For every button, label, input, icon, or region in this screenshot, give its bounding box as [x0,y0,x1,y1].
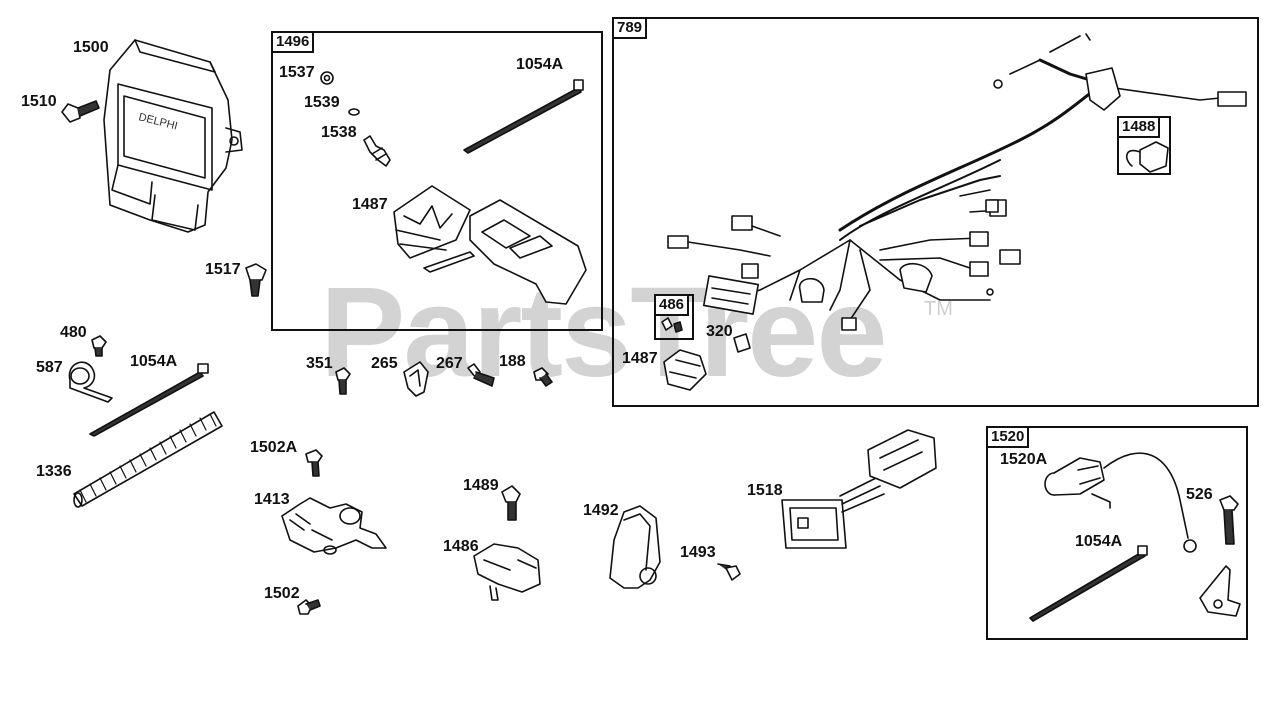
box-486: 486 [654,294,694,340]
callout-1539[interactable]: 1539 [304,94,340,111]
callout-1413[interactable]: 1413 [254,491,290,508]
part-1489-bolt[interactable] [501,485,521,521]
part-1413-sensor[interactable] [281,497,387,555]
part-1488-connector[interactable] [1125,141,1169,173]
callout-1518[interactable]: 1518 [747,482,783,499]
part-188-bolt[interactable] [533,367,553,387]
part-265-clip[interactable] [403,361,429,397]
box-label-486: 486 [654,294,690,316]
callout-1502A[interactable]: 1502A [250,439,298,456]
callout-526[interactable]: 526 [1186,486,1213,503]
callout-1520A[interactable]: 1520A [1000,451,1048,468]
part-1520A-sensor[interactable] [1044,452,1197,553]
callout-267[interactable]: 267 [436,355,463,372]
part-1487-connector[interactable] [663,349,707,391]
callout-1487-bracket[interactable]: 1487 [352,196,388,213]
callout-351[interactable]: 351 [306,355,333,372]
box-label-789: 789 [612,17,648,39]
part-1510-bolt[interactable] [61,100,100,123]
callout-1502[interactable]: 1502 [264,585,300,602]
callout-1492[interactable]: 1492 [583,502,619,519]
callout-1054A-left[interactable]: 1054A [130,353,178,370]
callout-1054A-sensor[interactable]: 1054A [1075,533,1123,550]
box-1488: 1488 [1117,116,1171,175]
box-1520: 1520 [986,426,1248,640]
part-1487-bracket-assembly[interactable] [393,185,587,305]
part-526-bolt[interactable] [1219,495,1239,545]
part-267-screw[interactable] [467,363,495,387]
callout-480[interactable]: 480 [60,324,87,341]
callout-1486[interactable]: 1486 [443,538,479,555]
callout-1493[interactable]: 1493 [680,544,716,561]
part-bracket-sensor[interactable] [1199,565,1241,617]
part-1500-ecu[interactable]: DELPHI [103,39,243,233]
box-1496: 1496 [271,31,603,331]
part-1492-connector-cover[interactable] [609,505,661,589]
callout-1489[interactable]: 1489 [463,477,499,494]
part-1517-bolt[interactable] [245,263,267,297]
callout-320[interactable]: 320 [706,323,733,340]
part-1502-bolt[interactable] [297,599,321,615]
part-1486-map-sensor[interactable] [473,543,541,601]
callout-1054A-box[interactable]: 1054A [516,56,564,73]
box-label-1496: 1496 [271,31,315,53]
part-1054A-cable-tie[interactable] [89,363,209,437]
box-label-1488: 1488 [1117,116,1161,138]
part-1502A-bolt[interactable] [305,449,323,477]
part-486-terminal[interactable] [661,317,683,333]
callout-1517[interactable]: 1517 [205,261,241,278]
part-1336-conduit[interactable] [73,411,223,508]
part-1539-washer[interactable] [348,108,360,116]
part-1054A-cable-tie-sensor[interactable] [1029,545,1148,622]
part-480-bolt[interactable] [91,335,107,357]
part-587-clamp[interactable] [68,361,113,403]
box-label-1520: 1520 [986,426,1030,448]
watermark-trademark: TM [924,298,953,320]
callout-1510[interactable]: 1510 [21,93,57,110]
part-1537-nut[interactable] [320,71,334,85]
callout-1500[interactable]: 1500 [73,39,109,56]
part-1538-stud[interactable] [363,135,391,167]
part-1054A-cable-tie-box[interactable] [463,79,584,154]
callout-188[interactable]: 188 [499,353,526,370]
part-789-wiring-harness[interactable] [667,33,1247,331]
callout-1538[interactable]: 1538 [321,124,357,141]
part-1518-harness-housing[interactable] [781,429,937,549]
callout-1537[interactable]: 1537 [279,64,315,81]
part-351-bolt[interactable] [335,367,351,395]
box-789: 789 [612,17,1259,407]
callout-1336[interactable]: 1336 [36,463,72,480]
callout-587[interactable]: 587 [36,359,63,376]
callout-265[interactable]: 265 [371,355,398,372]
part-320-connector[interactable] [733,333,751,353]
callout-1487-connector[interactable]: 1487 [622,350,658,367]
part-1493-screw[interactable] [717,563,741,581]
